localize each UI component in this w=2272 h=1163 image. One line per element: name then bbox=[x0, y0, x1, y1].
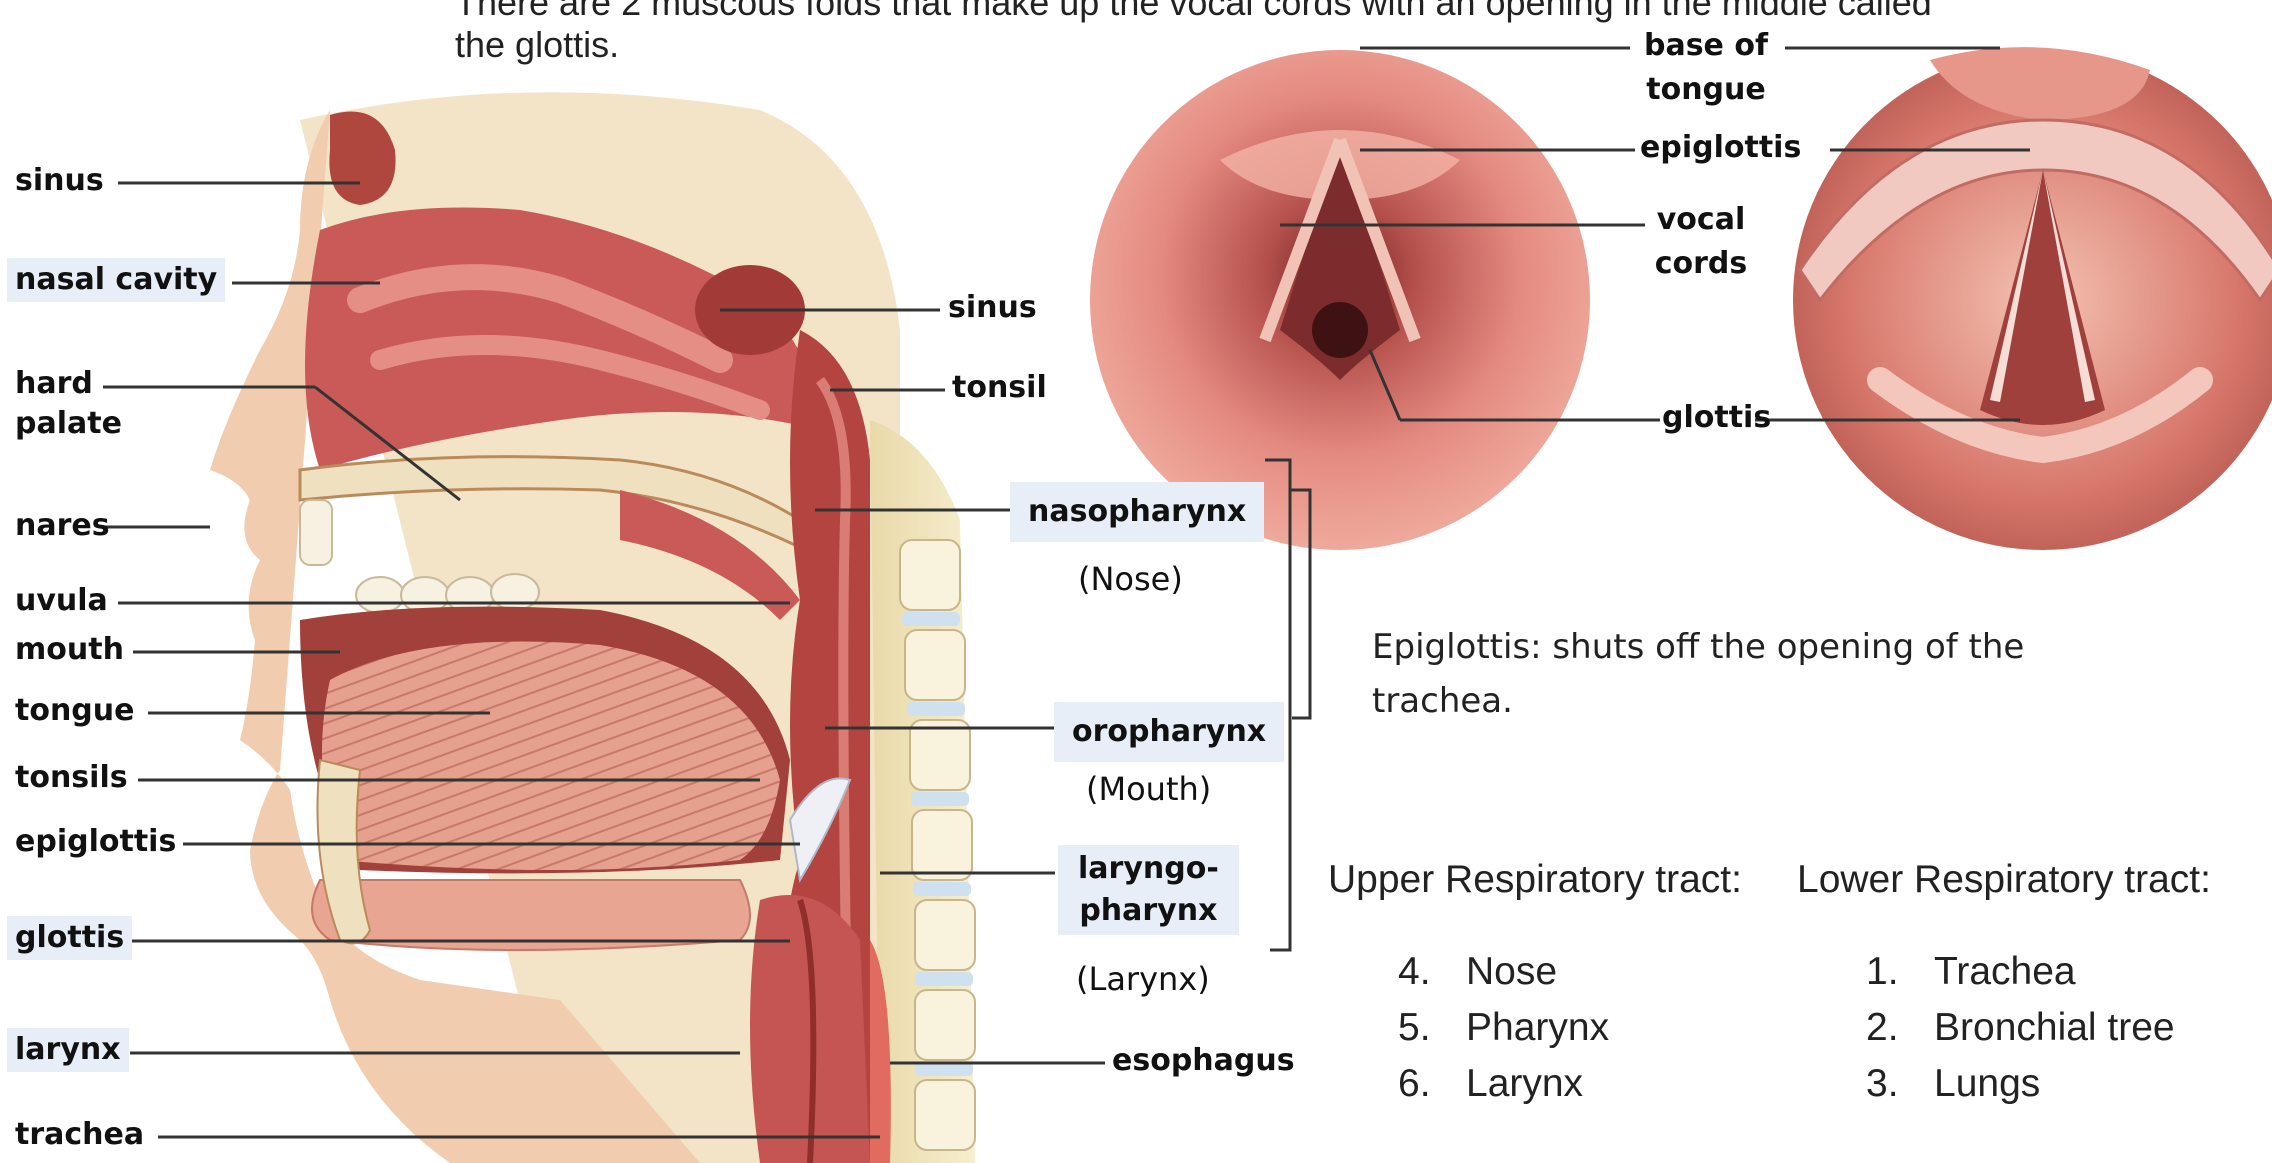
label-hard-palate-line1: hard bbox=[15, 366, 122, 402]
label-vocal-cords-line2: cords bbox=[1646, 246, 1756, 282]
list-item-text: Pharynx bbox=[1466, 1006, 1609, 1050]
label-base-of-tongue-line2: tongue bbox=[1636, 72, 1776, 108]
label-vocal-cords: vocal cords bbox=[1646, 202, 1756, 282]
list-item-text: Nose bbox=[1466, 950, 1557, 994]
label-nasopharynx: nasopharynx bbox=[1010, 482, 1264, 542]
label-hard-palate-line2: palate bbox=[15, 406, 122, 442]
list-item-number: 6. bbox=[1398, 1062, 1431, 1106]
label-laryngopharynx-line1: laryngo- bbox=[1078, 851, 1219, 887]
list-item-number: 1. bbox=[1866, 950, 1899, 994]
caption-line-2: the glottis. bbox=[455, 24, 2255, 66]
label-glottis-view: glottis bbox=[1662, 400, 1771, 436]
label-nares: nares bbox=[15, 508, 110, 544]
upper-tract-list: 4. Nose 5. Pharynx 6. Larynx bbox=[1398, 950, 1698, 1118]
label-larynx-sub: (Larynx) bbox=[1076, 960, 1210, 998]
label-sinus-right: sinus bbox=[948, 290, 1037, 326]
label-esophagus: esophagus bbox=[1112, 1043, 1295, 1079]
list-item-number: 4. bbox=[1398, 950, 1431, 994]
list-item-text: Lungs bbox=[1934, 1062, 2040, 1106]
list-item: 3. Lungs bbox=[1866, 1062, 2226, 1118]
list-item: 4. Nose bbox=[1398, 950, 1698, 1006]
label-trachea: trachea bbox=[15, 1117, 144, 1153]
list-item-text: Bronchial tree bbox=[1934, 1006, 2175, 1050]
lower-tract-list: 1. Trachea 2. Bronchial tree 3. Lungs bbox=[1866, 950, 2226, 1118]
label-tongue: tongue bbox=[15, 693, 135, 729]
larynx-endoscope-photo bbox=[1090, 50, 1590, 550]
caption: There are 2 muscous folds that make up t… bbox=[455, 0, 2255, 66]
sagittal-head-illustration bbox=[210, 92, 975, 1163]
label-oropharynx: oropharynx bbox=[1054, 702, 1284, 762]
larynx-illustration bbox=[1793, 47, 2272, 550]
label-mouth-sub: (Mouth) bbox=[1086, 770, 1211, 808]
list-item-text: Trachea bbox=[1934, 950, 2076, 994]
label-sinus: sinus bbox=[15, 163, 104, 199]
epiglottis-note-line1: Epiglottis: shuts off the opening of the bbox=[1372, 620, 2024, 674]
label-base-of-tongue: base of tongue bbox=[1636, 28, 1776, 108]
label-nasal-cavity: nasal cavity bbox=[7, 258, 225, 302]
label-base-of-tongue-line1: base of bbox=[1636, 28, 1776, 64]
label-nose-sub: (Nose) bbox=[1078, 560, 1183, 598]
label-mouth: mouth bbox=[15, 632, 124, 668]
label-tonsils: tonsils bbox=[15, 760, 128, 796]
label-epiglottis-view: epiglottis bbox=[1640, 130, 1801, 166]
label-uvula: uvula bbox=[15, 583, 108, 619]
label-tonsil: tonsil bbox=[952, 370, 1047, 406]
list-item: 1. Trachea bbox=[1866, 950, 2226, 1006]
epiglottis-note: Epiglottis: shuts off the opening of the… bbox=[1372, 620, 2024, 729]
label-epiglottis: epiglottis bbox=[15, 824, 176, 860]
label-hard-palate: hard palate bbox=[15, 366, 122, 442]
label-laryngopharynx: laryngo- pharynx bbox=[1058, 845, 1239, 935]
label-larynx: larynx bbox=[7, 1028, 129, 1072]
upper-tract-heading: Upper Respiratory tract: bbox=[1328, 858, 1742, 902]
list-item-number: 2. bbox=[1866, 1006, 1899, 1050]
label-vocal-cords-line1: vocal bbox=[1646, 202, 1756, 238]
lower-tract-heading: Lower Respiratory tract: bbox=[1797, 858, 2211, 902]
caption-line-1: There are 2 muscous folds that make up t… bbox=[455, 0, 2255, 24]
list-item-number: 3. bbox=[1866, 1062, 1899, 1106]
label-laryngopharynx-line2: pharynx bbox=[1078, 893, 1219, 929]
label-glottis: glottis bbox=[7, 916, 132, 960]
list-item-text: Larynx bbox=[1466, 1062, 1583, 1106]
list-item: 5. Pharynx bbox=[1398, 1006, 1698, 1062]
list-item: 2. Bronchial tree bbox=[1866, 1006, 2226, 1062]
epiglottis-note-line2: trachea. bbox=[1372, 674, 2024, 728]
list-item: 6. Larynx bbox=[1398, 1062, 1698, 1118]
list-item-number: 5. bbox=[1398, 1006, 1431, 1050]
